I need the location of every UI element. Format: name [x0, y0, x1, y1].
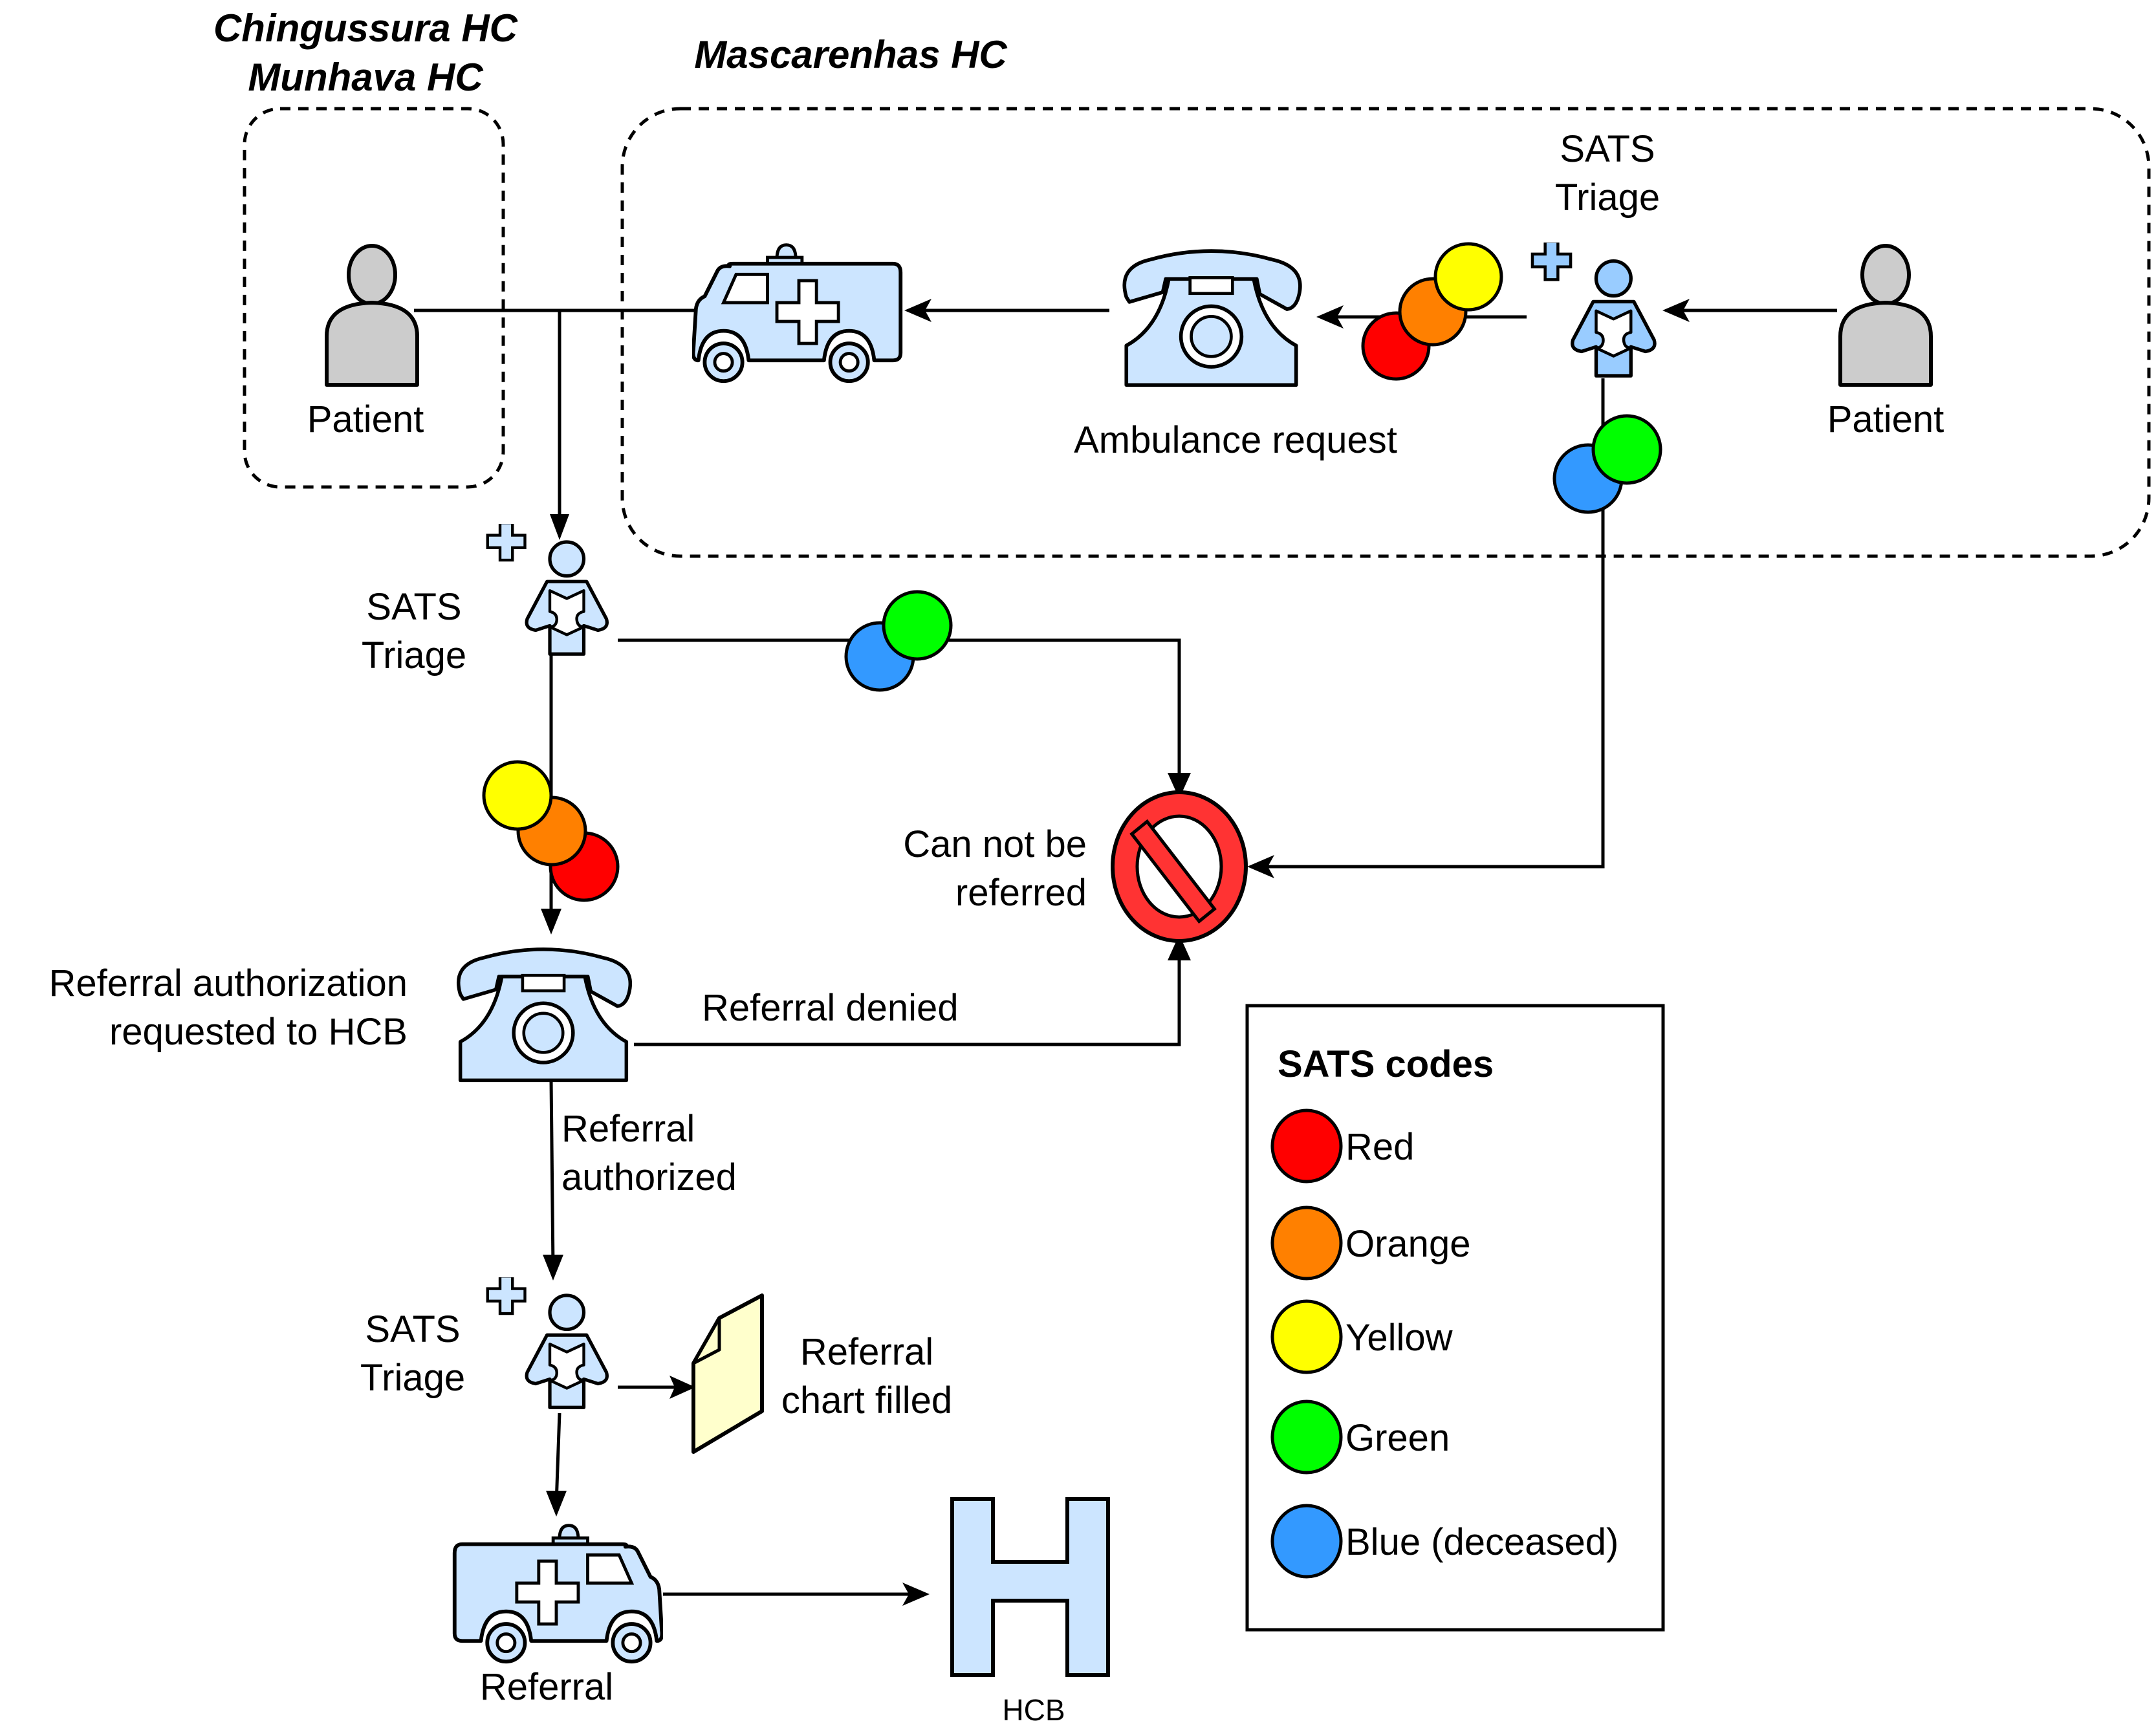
referral-authorization-phone-icon [459, 949, 631, 1081]
arrowhead [1168, 935, 1191, 960]
legend-swatch [1270, 1299, 1343, 1374]
triage-mid-label-line2: Triage [362, 634, 466, 676]
sats-dot-green [1591, 414, 1662, 485]
sats-dots-mid-not-referred [844, 590, 953, 692]
arrowhead [543, 1255, 563, 1281]
sats-dot-green [882, 590, 953, 661]
legend-title: SATS codes [1278, 1043, 1494, 1085]
arrowhead [1662, 299, 1690, 322]
referral-chart-label-line1: Referral [800, 1331, 933, 1373]
ambulance-request-phone-icon [1124, 251, 1300, 385]
legend-item: Green [1270, 1400, 1450, 1475]
legend-item: Orange [1270, 1206, 1470, 1281]
referral-authorization-label-line1: Referral authorization [49, 962, 408, 1004]
cannot-be-referred-line1: Can not be [903, 823, 1087, 865]
triage-top-nurse-icon [1532, 241, 1655, 376]
edge-referral-denied [634, 947, 1181, 1046]
legend-item: Blue (deceased) [1270, 1504, 1618, 1579]
sats-dot-yellow [482, 760, 553, 831]
legend-item: Red [1270, 1108, 1414, 1184]
patient-right-label: Patient [1827, 398, 1944, 440]
triage-mid-nurse-icon [488, 523, 607, 654]
arrowhead [902, 1583, 930, 1606]
sats-dots-to-ambulance [1361, 242, 1503, 381]
edge-triage-top-prohibited [1258, 378, 1605, 869]
right-health-centre-container [620, 107, 2151, 558]
edge-triage-referral [554, 1412, 561, 1504]
arrowhead [904, 299, 931, 322]
arrowhead [1316, 305, 1344, 329]
triage-low-nurse-icon [488, 1276, 607, 1407]
legend-label: Green [1345, 1417, 1450, 1459]
referral-chart-document-icon [691, 1293, 764, 1454]
ambulance-request-label: Ambulance request [1074, 419, 1397, 461]
referral-chart-label-line2: chart filled [781, 1379, 952, 1422]
arrowhead [541, 909, 561, 935]
hcb-label: HCB [1002, 1693, 1065, 1727]
legend-item: Yellow [1270, 1299, 1454, 1374]
group-title-left-line1: Chingussura HC [213, 6, 519, 50]
group-title-left-line2: Munhava HC [248, 56, 484, 99]
triage-mid-label-line1: SATS [366, 586, 461, 628]
legend-swatch [1270, 1108, 1343, 1184]
edges [414, 299, 1837, 1606]
legend-swatch [1270, 1400, 1343, 1475]
legend-label: Blue (deceased) [1345, 1521, 1618, 1563]
legend-label: Red [1345, 1126, 1414, 1168]
edge-referral-authorized [549, 1079, 555, 1268]
sats-dots-mid-referral [482, 760, 620, 902]
referral-ambulance-icon [455, 1526, 662, 1662]
triage-low-label-line1: SATS [365, 1308, 460, 1350]
arrowhead [1247, 855, 1274, 878]
legend-swatch [1270, 1504, 1343, 1579]
referral-authorized-label-line2: authorized [561, 1156, 737, 1198]
patient-right-icon [1840, 246, 1931, 385]
hospital-h-icon [950, 1497, 1110, 1677]
triage-top-label-line2: Triage [1555, 177, 1660, 219]
cannot-be-referred-line2: referred [955, 872, 1087, 914]
legend-swatch [1270, 1206, 1343, 1281]
sats-dots-top-not-referred [1552, 414, 1662, 514]
legend-label: Orange [1345, 1223, 1470, 1265]
patient-left-label: Patient [307, 398, 424, 440]
referral-authorization-label-line2: requested to HCB [109, 1011, 408, 1053]
legend-label: Yellow [1345, 1317, 1454, 1359]
sats-dot-yellow [1433, 242, 1503, 312]
referral-denied-label: Referral denied [702, 987, 959, 1029]
arrowhead [550, 514, 569, 540]
triage-top-label-line1: SATS [1560, 128, 1655, 170]
arrowhead [546, 1491, 567, 1517]
left-health-centre-container [243, 107, 505, 489]
arrowhead [670, 1376, 695, 1399]
group-title-right: Mascarenhas HC [694, 33, 1008, 76]
arrowhead [1168, 773, 1191, 799]
patient-left-icon [327, 246, 417, 385]
triage-low-label-line2: Triage [360, 1357, 465, 1399]
referral-label: Referral [480, 1666, 613, 1708]
prohibited-icon [1111, 790, 1248, 943]
ambulance-icon [693, 245, 901, 382]
edge-mid-triage-prohibited [618, 638, 1181, 786]
referral-authorized-label-line1: Referral [561, 1108, 695, 1150]
